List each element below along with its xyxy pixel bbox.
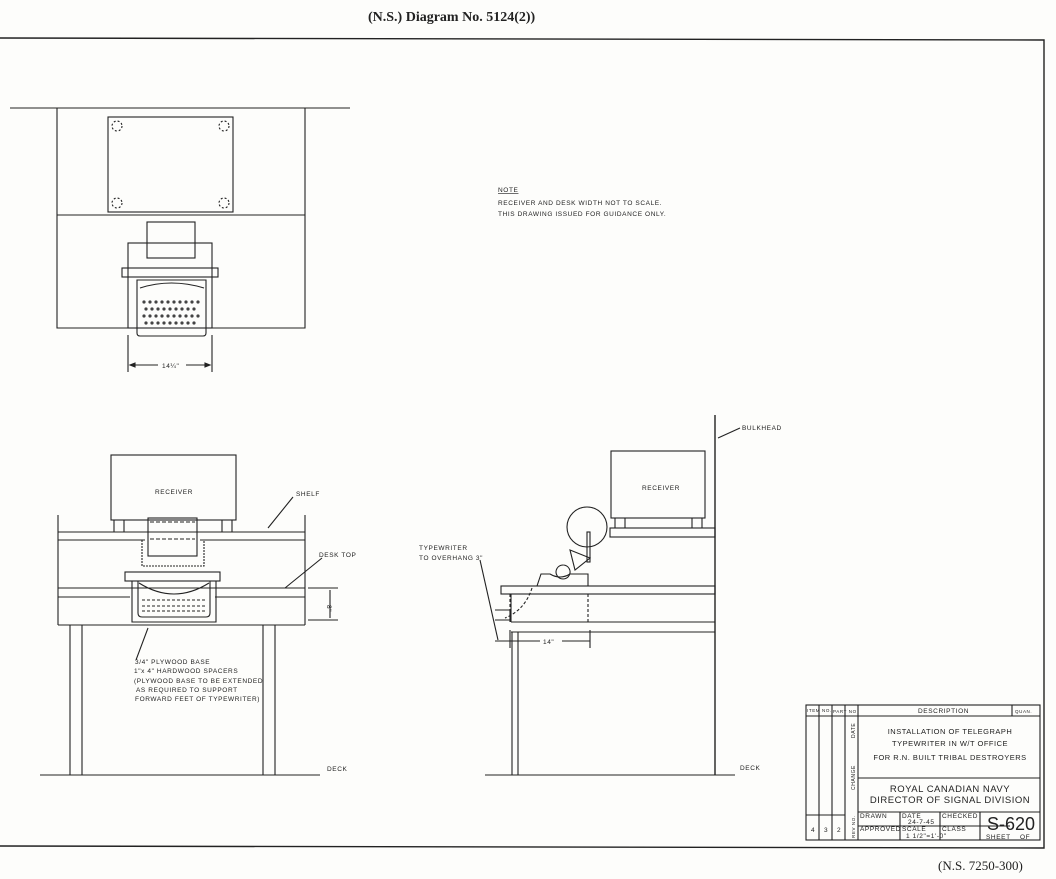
rev-number: 2 (837, 827, 841, 834)
diagram-title: (N.S.) Diagram No. 5124(2)) (368, 10, 536, 25)
receiver-label: RECEIVER (642, 485, 680, 492)
date-field-label: DATE (902, 813, 921, 820)
base-note-line: AS REQUIRED TO SUPPORT (136, 687, 238, 694)
note-line: RECEIVER AND DESK WIDTH NOT TO SCALE. (498, 200, 662, 207)
checked-label: CHECKED (942, 813, 978, 820)
scale-label: SCALE (902, 826, 926, 833)
org-line: ROYAL CANADIAN NAVY (890, 784, 1010, 795)
desk-top-label: DESK TOP (319, 552, 356, 559)
desk-dimension: 8" (325, 605, 332, 612)
form-number: (N.S. 7250-300) (938, 858, 1023, 873)
typewriter-plan (121, 221, 219, 337)
overhang-label: TO OVERHANG 3" (419, 555, 483, 562)
class-label: CLASS (942, 826, 966, 833)
title-block: ITEM NO. PART NO DESCRIPTION QUAN. DATE … (805, 704, 1041, 841)
item-no-header: ITEM NO. (807, 708, 832, 713)
date-value: 24-7-45 (908, 819, 935, 826)
rev-number: 3 (824, 827, 828, 834)
quan-header: QUAN. (1015, 709, 1032, 714)
rev-no-label: REV NO. (851, 815, 856, 838)
description-header: DESCRIPTION (918, 708, 969, 715)
sheet-label: SHEET (986, 834, 1011, 841)
front-view: RECEIVER 8" SHELF DESK TOP DECK 3/4" PLY… (40, 454, 356, 776)
org-line: DIRECTOR OF SIGNAL DIVISION (870, 795, 1030, 806)
date-label: DATE (851, 723, 857, 738)
drawing-border (0, 37, 1045, 849)
base-note-line: FORWARD FEET OF TYPEWRITER) (135, 696, 260, 703)
side-view: BULKHEAD RECEIVER DECK TYPEWRITER TO OVE… (419, 415, 782, 776)
receiver-outline (107, 116, 234, 213)
receiver-label: RECEIVER (155, 489, 193, 496)
change-label: CHANGE (851, 765, 857, 790)
bulkhead-label: BULKHEAD (742, 425, 782, 432)
of-label: OF (1020, 834, 1030, 841)
title-line: INSTALLATION OF TELEGRAPH (888, 727, 1013, 736)
plan-view: 14¼" (10, 107, 350, 372)
base-note-line: (PLYWOOD BASE TO BE EXTENDED (134, 678, 263, 685)
title-line: TYPEWRITER IN W/T OFFICE (892, 739, 1008, 748)
side-dimension: 14" (543, 639, 554, 646)
note-heading: NOTE (498, 187, 519, 194)
title-line: FOR R.N. BUILT TRIBAL DESTROYERS (873, 753, 1026, 762)
drawn-label: DRAWN (860, 813, 887, 820)
overhang-label: TYPEWRITER (419, 545, 468, 552)
drawing-number: S-620 (987, 814, 1035, 834)
scale-value: 1 1/2"=1'-0" (906, 833, 947, 840)
plan-dimension: 14¼" (162, 363, 179, 370)
deck-label: DECK (740, 765, 761, 772)
receiver-front (110, 454, 237, 521)
approved-label: APPROVED (860, 826, 901, 833)
deck-label: DECK (327, 766, 348, 773)
receiver-side (610, 450, 706, 519)
base-note-line: 3/4" PLYWOOD BASE (135, 659, 210, 666)
part-no-header: PART NO (833, 709, 857, 714)
rev-number: 4 (811, 827, 815, 834)
note-line: THIS DRAWING ISSUED FOR GUIDANCE ONLY. (498, 211, 666, 218)
base-note-line: 1"x 4" HARDWOOD SPACERS (134, 668, 238, 675)
shelf-label: SHELF (296, 491, 320, 498)
